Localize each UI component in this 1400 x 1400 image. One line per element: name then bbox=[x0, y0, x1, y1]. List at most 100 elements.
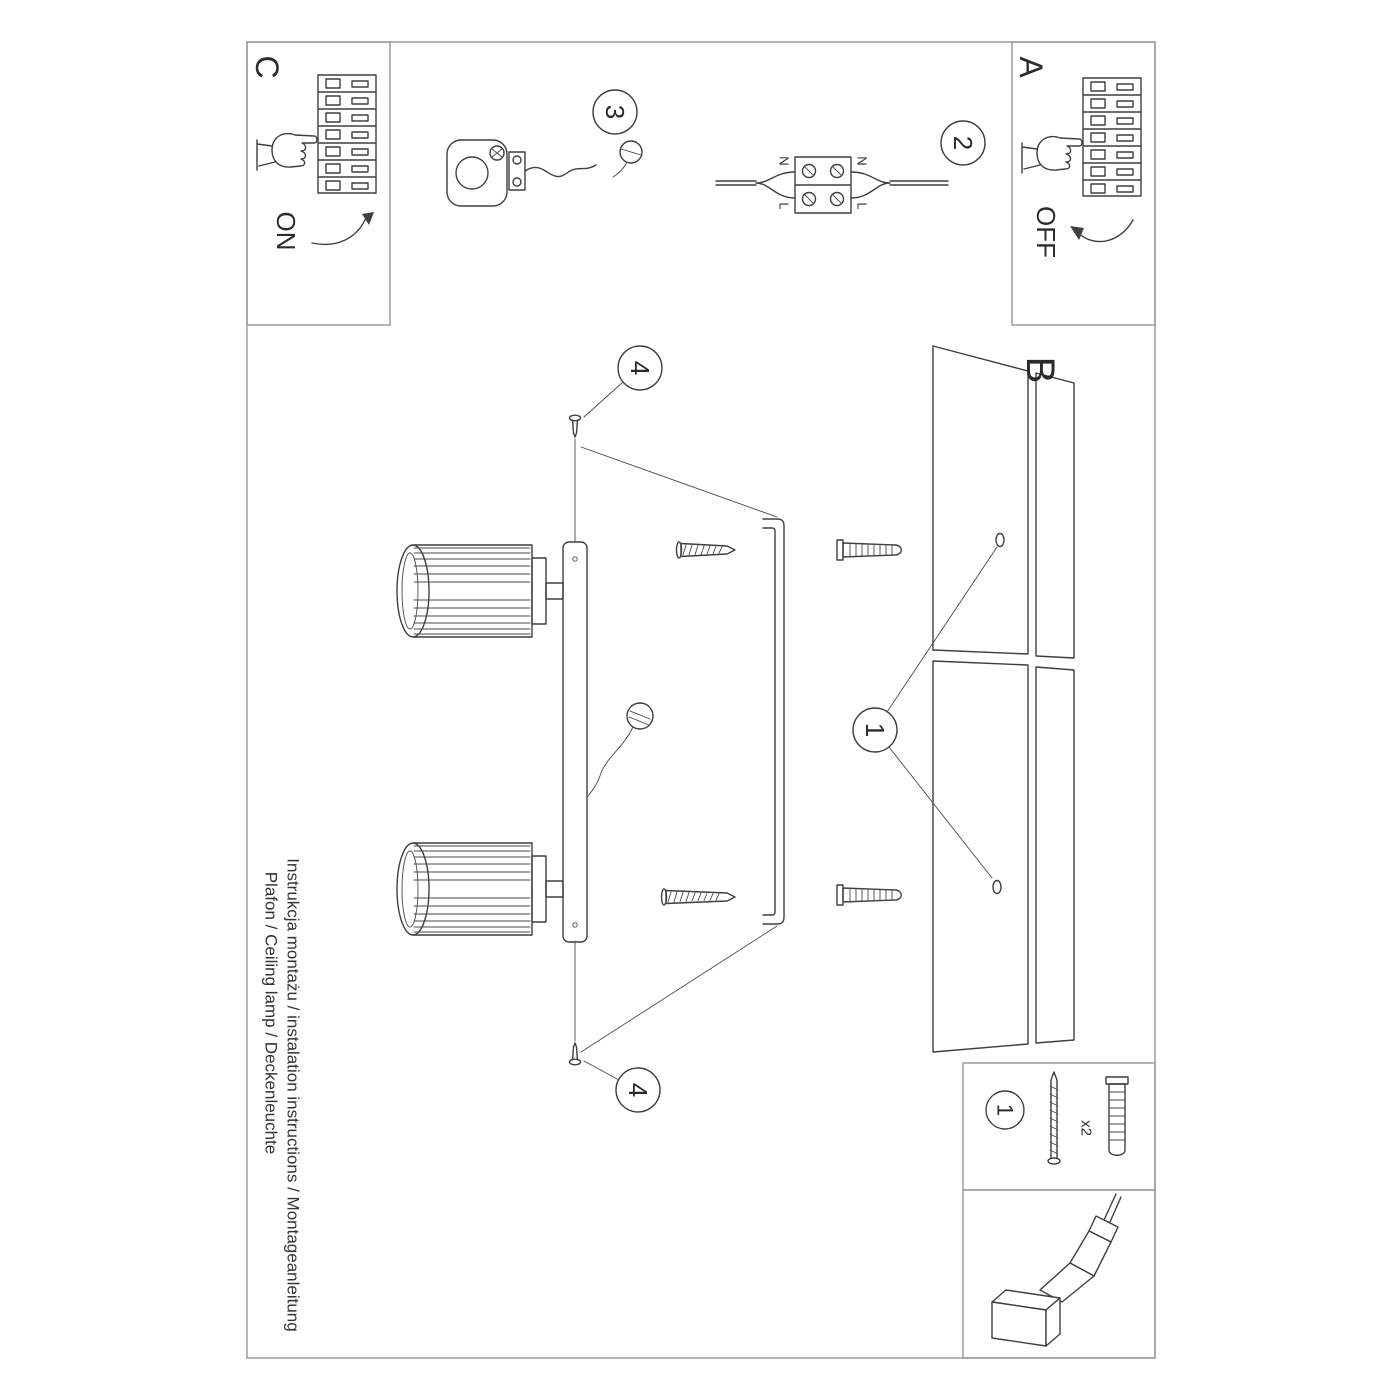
align-line-top bbox=[580, 446, 778, 518]
screw-thread bbox=[682, 544, 723, 556]
hand-a bbox=[1021, 135, 1083, 174]
panel-a-box bbox=[1011, 41, 1156, 326]
step3-detail: 3 bbox=[446, 89, 643, 207]
plate-screw-top bbox=[568, 414, 582, 438]
on-arrow-curve bbox=[311, 217, 367, 246]
step1-leader-bottom bbox=[888, 746, 993, 879]
clamp-screw-bottom bbox=[512, 177, 522, 187]
screw-head-slot bbox=[612, 148, 642, 178]
fixture-cable bbox=[524, 164, 597, 178]
plug-body bbox=[1108, 1083, 1126, 1156]
battery-front bbox=[991, 1301, 1047, 1347]
cable-clamp bbox=[508, 151, 526, 191]
shade-ribs bbox=[413, 547, 531, 635]
breaker-c bbox=[317, 74, 377, 194]
mounting-screw-top bbox=[675, 541, 736, 559]
ground-wire bbox=[587, 726, 634, 797]
step2-circle bbox=[940, 120, 986, 166]
plug-body bbox=[842, 542, 902, 558]
wire-label-n-left: N bbox=[777, 156, 792, 165]
section-a: A OFF bbox=[1013, 56, 1142, 258]
shade-ribs bbox=[413, 845, 531, 933]
step2-number: 2 bbox=[948, 136, 978, 150]
plate-hole-top bbox=[572, 556, 578, 562]
off-arrow-head bbox=[1070, 226, 1084, 240]
lamp-shade-bottom bbox=[396, 842, 564, 936]
panel-c-label: C bbox=[249, 55, 285, 78]
hardware-step1-circle bbox=[985, 1090, 1025, 1130]
frames bbox=[246, 41, 1156, 1359]
bracket-outer bbox=[762, 518, 785, 925]
on-arrow-head bbox=[362, 212, 374, 225]
wires-right bbox=[850, 171, 949, 199]
wire-label-l-left: L bbox=[777, 202, 792, 209]
screw-thread bbox=[667, 891, 720, 903]
plug-ribs bbox=[849, 888, 893, 902]
footer-product: Plafon / Ceiling lamp / Deckenleuchte bbox=[262, 872, 281, 1155]
shade-neck bbox=[531, 855, 547, 923]
hand-c bbox=[256, 132, 318, 171]
step4-circle-top bbox=[617, 345, 663, 391]
ground-screw-slot bbox=[628, 710, 651, 726]
wires-left bbox=[715, 171, 796, 199]
drill-hole-bottom bbox=[992, 879, 1002, 895]
screw-shaft bbox=[665, 889, 736, 905]
wire-label-n-right: N bbox=[855, 156, 870, 165]
panel-bottom-left bbox=[932, 660, 1029, 1053]
step1-number: 1 bbox=[860, 723, 890, 737]
bracket-inner bbox=[762, 527, 776, 916]
battery-side bbox=[1045, 1297, 1061, 1347]
wall-plug-bottom bbox=[836, 884, 902, 906]
shade-end-cap bbox=[396, 842, 430, 936]
step1-leader-top bbox=[886, 546, 998, 713]
switch-off-label: OFF bbox=[1031, 206, 1061, 258]
panel-bottom-right bbox=[1035, 666, 1075, 1044]
terminal-screw-4 bbox=[829, 191, 845, 207]
shade-stem bbox=[545, 582, 564, 600]
plug-collar bbox=[836, 884, 844, 906]
clamp-screw-top bbox=[512, 155, 522, 165]
plug-collar bbox=[836, 539, 844, 561]
hardware-quantity-label: x2 bbox=[1078, 1120, 1095, 1136]
shade-end-cap bbox=[396, 544, 430, 638]
screw-shaft bbox=[571, 419, 579, 438]
plate-screw-bottom bbox=[568, 1042, 582, 1066]
step4-leader-bottom bbox=[583, 1060, 620, 1081]
screw-shaft bbox=[680, 542, 736, 558]
ground-screw-icon bbox=[626, 702, 654, 730]
hardware-screw bbox=[1047, 1071, 1061, 1165]
drill-bit bbox=[1103, 1193, 1122, 1223]
shade-stem bbox=[545, 880, 564, 898]
step4-leader-top bbox=[583, 381, 624, 418]
hardware-plug bbox=[1105, 1076, 1129, 1156]
drill-hole-top bbox=[995, 532, 1005, 548]
base-plate bbox=[562, 541, 588, 943]
terminal-screw-slots bbox=[804, 166, 842, 204]
terminal-screw-1 bbox=[801, 163, 817, 179]
plug-ribs bbox=[849, 543, 893, 557]
step3-circle bbox=[592, 89, 638, 135]
screw-head bbox=[1047, 1157, 1061, 1165]
lamp-shade-top bbox=[396, 544, 564, 638]
plug-ribs bbox=[1108, 1091, 1126, 1141]
fixture-opening bbox=[455, 156, 489, 190]
ceiling-panels bbox=[932, 345, 1075, 1053]
screw-thread bbox=[1049, 1085, 1059, 1155]
terminal-screw-3 bbox=[801, 191, 817, 207]
screw-head bbox=[568, 1058, 582, 1066]
drill-tool bbox=[991, 1193, 1122, 1347]
panel-a-label: A bbox=[1013, 56, 1049, 78]
shade-end-inner bbox=[401, 552, 419, 630]
plug-body bbox=[842, 887, 902, 903]
step1-circle bbox=[852, 707, 898, 753]
step2-detail: 2 N L N L bbox=[715, 120, 986, 214]
shade-end-inner bbox=[401, 850, 419, 928]
exploded-view: 4 4 bbox=[396, 345, 1075, 1113]
step3-number: 3 bbox=[600, 105, 630, 119]
panel-b-label: B bbox=[1018, 357, 1062, 384]
screw-shaft bbox=[571, 1042, 579, 1061]
plug-collar bbox=[1105, 1076, 1129, 1085]
mounting-bracket bbox=[762, 518, 785, 925]
